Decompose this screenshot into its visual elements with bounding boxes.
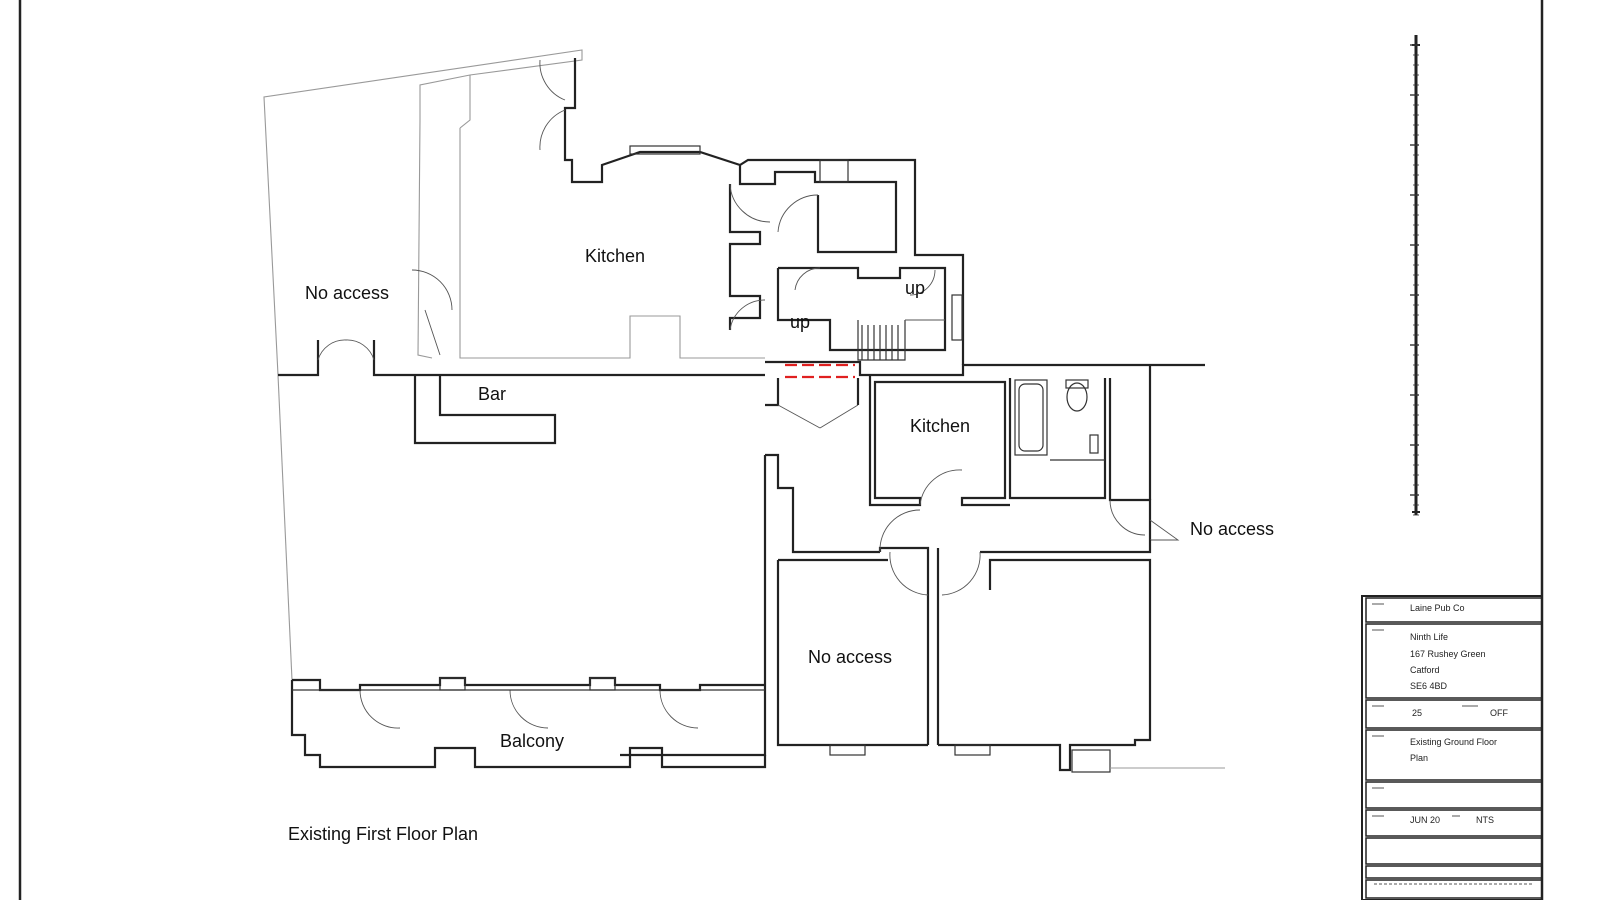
title-block-project-line-3: Catford [1410,665,1440,675]
title-block-client: Laine Pub Co [1410,603,1465,613]
title-block-drawing-line-1: Existing Ground Floor [1410,737,1497,747]
title-block [1361,595,1543,900]
room-label-no-access-right: No access [1190,519,1274,539]
title-block-scale: NTS [1476,815,1494,825]
room-label-no-access-center: No access [808,647,892,667]
room-label-kitchen-upper: Kitchen [585,246,645,266]
room-label-kitchen-lower: Kitchen [910,416,970,436]
room-label-bar: Bar [478,384,506,404]
title-block-drawing-line-2: Plan [1410,753,1428,763]
plan-title: Existing First Floor Plan [288,824,478,844]
title-block-date: JUN 20 [1410,815,1440,825]
title-block-project-line-2: 167 Rushey Green [1410,649,1486,659]
room-label-balcony: Balcony [500,731,564,751]
room-label-up-left: up [790,312,810,332]
room-label-no-access-left: No access [305,283,389,303]
scale-bar-ticks [1410,44,1419,516]
title-block-field-value-1: 25 [1412,708,1422,718]
floor-plan-walls [263,49,1225,773]
room-label-up-right: up [905,278,925,298]
title-block-field-value-2: OFF [1490,708,1508,718]
title-block-project-line-4: SE6 4BD [1410,681,1448,691]
title-block-project-line-1: Ninth Life [1410,632,1448,642]
